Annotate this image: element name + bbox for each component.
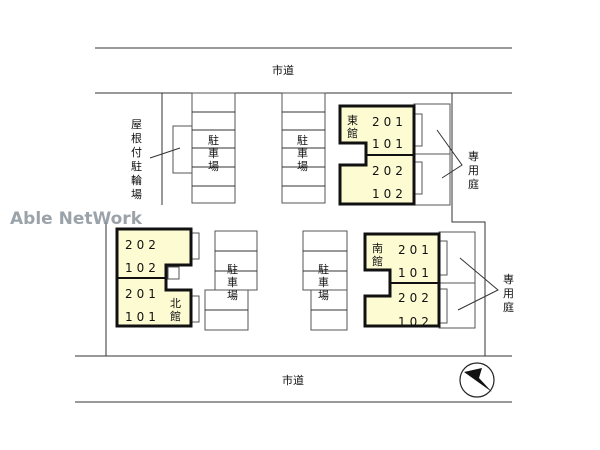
- leader-line: [436, 129, 463, 179]
- boundary: [451, 93, 486, 356]
- svg-text:館: 館: [372, 254, 383, 268]
- svg-text:202: 202: [398, 291, 433, 305]
- svg-text:車: 車: [318, 275, 329, 289]
- east-building: 東 館 201 101 202 102: [338, 103, 451, 206]
- private-garden-label: 専 用 庭: [503, 273, 514, 314]
- svg-text:館: 館: [170, 309, 181, 323]
- svg-text:駐: 駐: [318, 262, 329, 276]
- svg-text:駐: 駐: [227, 262, 238, 276]
- svg-text:駐: 駐: [297, 133, 308, 147]
- north-arrow-icon: [459, 362, 495, 398]
- svg-text:101: 101: [372, 137, 407, 151]
- svg-text:用: 用: [503, 287, 514, 300]
- svg-text:車: 車: [297, 146, 308, 160]
- svg-text:車: 車: [227, 275, 238, 289]
- svg-text:車: 車: [208, 146, 219, 160]
- svg-text:場: 場: [297, 160, 308, 173]
- north-building: 202 102 201 101 北 館: [115, 227, 200, 328]
- svg-text:庭: 庭: [468, 177, 479, 191]
- svg-text:101: 101: [398, 266, 433, 280]
- road-bottom-label: 市道: [282, 373, 304, 387]
- south-building: 南 館 201 101 202 102: [363, 231, 476, 329]
- parking-lot: 駐 車 場: [191, 92, 236, 204]
- svg-text:102: 102: [398, 315, 433, 329]
- svg-text:北: 北: [170, 297, 181, 310]
- private-garden-label: 専 用 庭: [468, 150, 479, 191]
- svg-text:庭: 庭: [503, 300, 514, 314]
- svg-text:場: 場: [227, 289, 238, 302]
- svg-text:輪: 輪: [131, 173, 142, 187]
- svg-text:専: 専: [503, 273, 514, 286]
- svg-text:南: 南: [372, 242, 383, 255]
- svg-text:駐: 駐: [131, 159, 142, 173]
- svg-text:場: 場: [318, 289, 329, 302]
- svg-text:102: 102: [125, 261, 160, 275]
- svg-text:屋: 屋: [131, 118, 142, 131]
- svg-text:201: 201: [372, 115, 407, 129]
- svg-text:場: 場: [208, 160, 219, 173]
- svg-text:用: 用: [468, 164, 479, 177]
- svg-text:101: 101: [125, 310, 160, 324]
- bike-parking-label: 屋 根 付 駐 輪 場: [131, 118, 142, 201]
- svg-text:201: 201: [398, 243, 433, 257]
- watermark: Able NetWork: [10, 209, 143, 229]
- svg-text:場: 場: [131, 188, 142, 201]
- leader-line: [457, 257, 499, 311]
- svg-text:202: 202: [125, 238, 160, 252]
- parking-lot: 駐 車 場: [281, 92, 326, 204]
- svg-text:202: 202: [372, 164, 407, 178]
- svg-text:館: 館: [347, 126, 358, 140]
- svg-text:駐: 駐: [208, 133, 219, 147]
- parking-lot: 駐 車 場: [302, 230, 348, 331]
- road-top-label: 市道: [272, 63, 294, 77]
- svg-text:東: 東: [347, 114, 358, 127]
- svg-text:102: 102: [372, 187, 407, 201]
- svg-text:201: 201: [125, 287, 160, 301]
- parking-lot: 駐 車 場: [204, 230, 258, 331]
- svg-text:専: 専: [468, 150, 479, 163]
- svg-text:付: 付: [131, 146, 142, 159]
- leader-line: [149, 147, 181, 159]
- svg-text:根: 根: [131, 131, 142, 145]
